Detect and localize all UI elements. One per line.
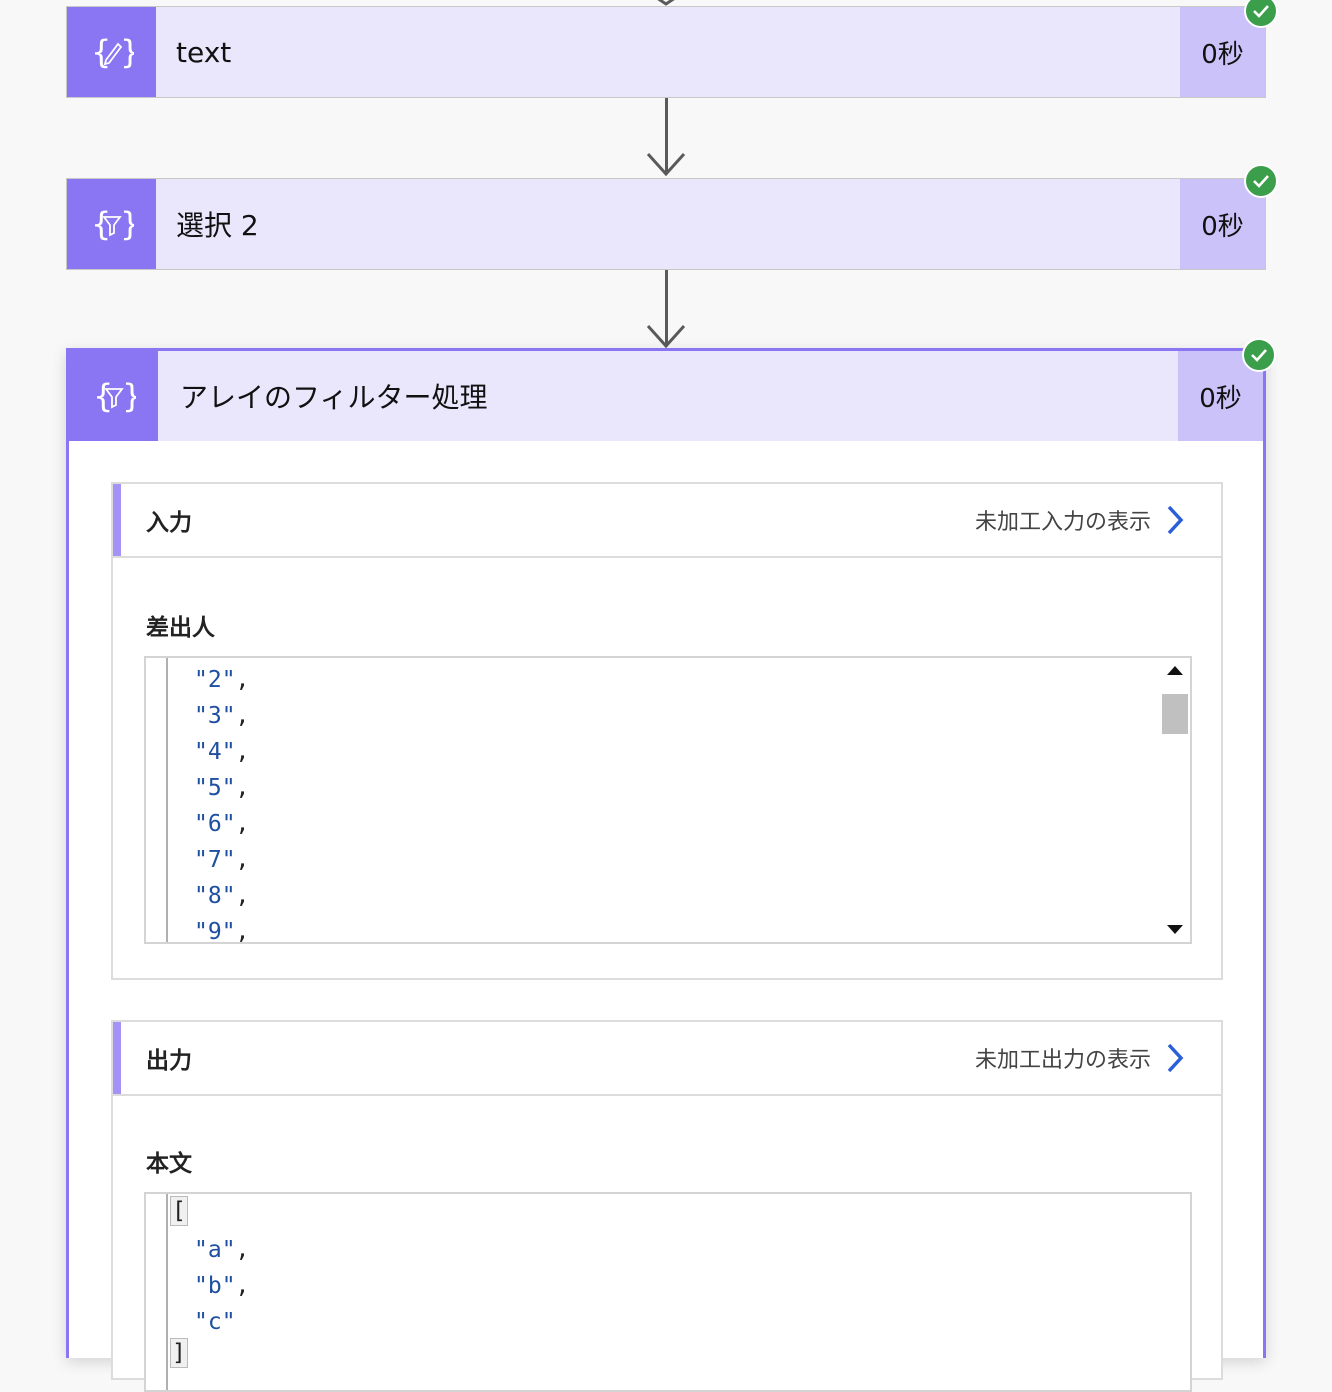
close-bracket: ] <box>170 1338 188 1368</box>
show-raw-output-label: 未加工出力の表示 <box>974 1048 1151 1073</box>
code-lines: "a","b","c" <box>194 1232 249 1340</box>
show-raw-input-label: 未加工入力の表示 <box>974 510 1151 535</box>
scroll-down-arrow-icon[interactable] <box>1166 924 1184 936</box>
code-punct: , <box>235 847 250 873</box>
connector-arrow <box>646 152 686 176</box>
step-title: アレイのフィルター処理 <box>180 381 488 414</box>
code-string: "8" <box>194 883 236 909</box>
edit-braces-icon: { } <box>67 7 156 97</box>
code-line: "b", <box>194 1268 249 1304</box>
svg-text:{: { <box>91 205 111 243</box>
step-card-filter-array: { } アレイのフィルター処理 0秒 入力 未加工入力の表示 差出人 "2","… <box>66 348 1266 1392</box>
code-string: "b" <box>194 1273 236 1299</box>
section-accent-bar <box>113 484 121 556</box>
svg-text:}: } <box>122 377 136 415</box>
code-line: "2", <box>194 662 249 698</box>
connector-line <box>665 270 668 344</box>
open-bracket: [ <box>170 1196 188 1226</box>
code-line: "8", <box>194 878 249 914</box>
code-punct: , <box>235 1273 250 1299</box>
code-string: "6" <box>194 811 236 837</box>
svg-text:{: { <box>91 33 111 71</box>
step-duration: 0秒 <box>1180 179 1265 269</box>
chevron-right-icon <box>1167 1043 1184 1073</box>
code-punct: , <box>235 883 250 909</box>
code-gutter <box>166 1194 168 1390</box>
code-string: "2" <box>194 667 236 693</box>
output-section: 出力 未加工出力の表示 本文 [ "a","b","c" ] <box>111 1020 1223 1392</box>
filter-braces-icon: { } <box>69 351 158 441</box>
code-line: "9", <box>194 914 250 944</box>
step-title: 選択 2 <box>176 209 259 242</box>
scrollbar-thumb[interactable] <box>1162 694 1188 734</box>
code-string: "c" <box>194 1309 236 1335</box>
code-string: "3" <box>194 703 236 729</box>
connector-arrow <box>657 0 675 6</box>
connector-arrow <box>646 324 686 348</box>
output-section-header: 出力 未加工出力の表示 <box>113 1022 1221 1096</box>
code-line: "5", <box>194 770 249 806</box>
show-raw-output-link[interactable]: 未加工出力の表示 <box>975 1022 1185 1094</box>
step-card-text[interactable]: { } text 0秒 <box>66 6 1266 98</box>
code-punct: , <box>235 919 250 944</box>
code-string: "5" <box>194 775 236 801</box>
code-line: "6", <box>194 806 249 842</box>
input-section-title: 入力 <box>146 510 192 536</box>
code-gutter <box>166 658 168 942</box>
success-check-icon <box>1242 338 1276 372</box>
code-string: "9" <box>194 919 236 944</box>
body-field-label: 本文 <box>146 1151 192 1177</box>
output-section-title: 出力 <box>146 1048 192 1074</box>
code-line: "4", <box>194 734 249 770</box>
success-check-icon <box>1244 0 1278 28</box>
connector-line <box>665 98 668 172</box>
code-string: "7" <box>194 847 236 873</box>
section-accent-bar <box>113 1022 121 1094</box>
chevron-right-icon <box>1167 505 1184 535</box>
code-line: "3", <box>194 698 249 734</box>
input-section: 入力 未加工入力の表示 差出人 "2","3","4","5","6","7",… <box>111 482 1223 980</box>
step-title: text <box>176 35 232 69</box>
svg-text:}: } <box>120 205 134 243</box>
svg-text:}: } <box>120 33 134 71</box>
code-lines: "2","3","4","5","6","7","8","9", <box>194 662 250 944</box>
code-punct: , <box>235 775 250 801</box>
svg-text:{: { <box>93 377 113 415</box>
from-code-viewer[interactable]: "2","3","4","5","6","7","8","9", <box>144 656 1192 944</box>
code-punct: , <box>235 667 250 693</box>
from-field-label: 差出人 <box>146 615 215 641</box>
code-line: "a", <box>194 1232 249 1268</box>
step-duration: 0秒 <box>1178 351 1263 441</box>
code-string: "4" <box>194 739 236 765</box>
success-check-icon <box>1244 164 1278 198</box>
code-line: "7", <box>194 842 249 878</box>
code-punct: , <box>235 739 250 765</box>
code-punct: , <box>235 811 250 837</box>
code-punct: , <box>235 1237 250 1263</box>
code-string: "a" <box>194 1237 236 1263</box>
input-section-header: 入力 未加工入力の表示 <box>113 484 1221 558</box>
scroll-up-arrow-icon[interactable] <box>1166 664 1184 676</box>
show-raw-input-link[interactable]: 未加工入力の表示 <box>975 484 1185 556</box>
step-card-select-2[interactable]: { } 選択 2 0秒 <box>66 178 1266 270</box>
body-code-viewer[interactable]: [ "a","b","c" ] <box>144 1192 1192 1392</box>
code-punct: , <box>235 703 250 729</box>
filter-braces-icon: { } <box>67 179 156 269</box>
step-header[interactable]: { } アレイのフィルター処理 0秒 <box>69 351 1263 441</box>
code-line: "c" <box>194 1304 249 1340</box>
